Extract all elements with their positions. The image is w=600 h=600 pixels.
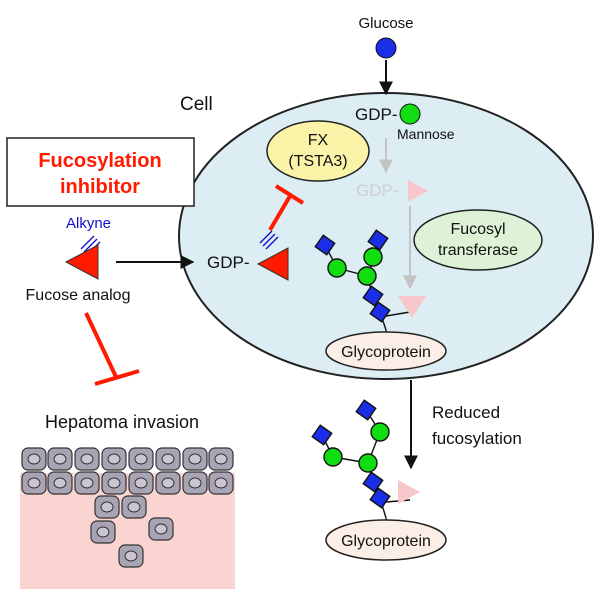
glcnac-icon [369, 487, 391, 509]
reduced-label-line1: Reduced [432, 403, 500, 422]
fucose-faded-icon [398, 296, 426, 318]
hepatocyte-cell [21, 447, 47, 471]
glucose-label: Glucose [358, 15, 413, 32]
inhibitor-label-line2: inhibitor [60, 176, 140, 198]
mannose-icon [323, 447, 343, 467]
glcnac-icon [362, 285, 384, 307]
hepatocyte-cell [208, 447, 234, 471]
gdp-analog-alkyne-icon [259, 230, 279, 250]
hepatocyte-cell [94, 495, 120, 519]
hepatocyte-cluster [21, 447, 234, 568]
mannose-icon [358, 453, 378, 473]
mannose-icon [363, 247, 383, 267]
gdp-fucose-faded-label: GDP- [356, 181, 399, 200]
hepatocyte-cell [74, 447, 100, 471]
hepatocyte-cell [182, 447, 208, 471]
glycoprotein-inner [325, 331, 447, 371]
mannose-icon [399, 103, 421, 125]
mannose-label: Mannose [397, 126, 455, 142]
hepatocyte-cell [148, 517, 174, 541]
hepatocyte-cell [121, 495, 147, 519]
fucosyl-label-line2: transferase [438, 242, 518, 259]
hepatocyte-cell [47, 471, 73, 495]
fucosyl-label-line1: Fucosyl [450, 221, 505, 238]
hepatocyte-cell [101, 471, 127, 495]
fx-label-line2: (TSTA3) [288, 153, 347, 170]
fucosyl-transferase-enzyme [413, 209, 543, 271]
hepatocyte-cell [128, 471, 154, 495]
hepatocyte-cell [90, 520, 116, 544]
gdp-analog-label: GDP- [207, 253, 250, 272]
mannose-icon [370, 422, 390, 442]
hepatocyte-cell [182, 471, 208, 495]
glcnac-icon [362, 471, 384, 493]
fucose-faded-icon [408, 180, 428, 202]
glycan-outer [311, 399, 411, 531]
hepatocyte-cell [118, 544, 144, 568]
glycoprotein-outer [325, 519, 447, 561]
glycoprotein-inner-label: Glycoprotein [341, 344, 431, 361]
hepatocyte-cell [74, 471, 100, 495]
mannose-icon [327, 258, 347, 278]
glycoprotein-outer-label: Glycoprotein [341, 533, 431, 550]
glcnac-icon [314, 234, 336, 256]
gdp-analog-fucose-icon [256, 247, 289, 281]
fx-enzyme [266, 120, 370, 182]
fx-label-line1: FX [308, 132, 329, 149]
fucose-analog-icon [64, 244, 99, 280]
inhibitor-box [6, 137, 195, 207]
hepatocyte-cell [155, 447, 181, 471]
hepatocyte-cell [155, 471, 181, 495]
glucose-icon [375, 37, 397, 59]
mannose-icon [357, 266, 377, 286]
fucose-faded-icon [398, 480, 420, 504]
hepatoma-invasion-label: Hepatoma invasion [45, 412, 199, 432]
hepatocyte-cell [21, 471, 47, 495]
glcnac-icon [311, 424, 333, 446]
fx-inhibition-bar [268, 184, 305, 232]
inhibitor-label-line1: Fucosylation [38, 150, 161, 172]
alkyne-label: Alkyne [66, 215, 111, 232]
hepatocyte-cell [101, 447, 127, 471]
hepatocyte-cell [47, 447, 73, 471]
invasion-inhibition-bar [84, 312, 140, 386]
gdp-mannose-gdp-label: GDP- [355, 105, 398, 124]
glcnac-icon [369, 301, 391, 323]
glycan-inner [314, 229, 411, 341]
fucose-analog-label: Fucose analog [26, 287, 131, 304]
hepatocyte-cell [208, 471, 234, 495]
hepatocyte-cell [128, 447, 154, 471]
glcnac-icon [367, 229, 389, 251]
glcnac-icon [355, 399, 377, 421]
cell-label: Cell [180, 94, 213, 115]
reduced-label-line2: fucosylation [432, 429, 522, 448]
